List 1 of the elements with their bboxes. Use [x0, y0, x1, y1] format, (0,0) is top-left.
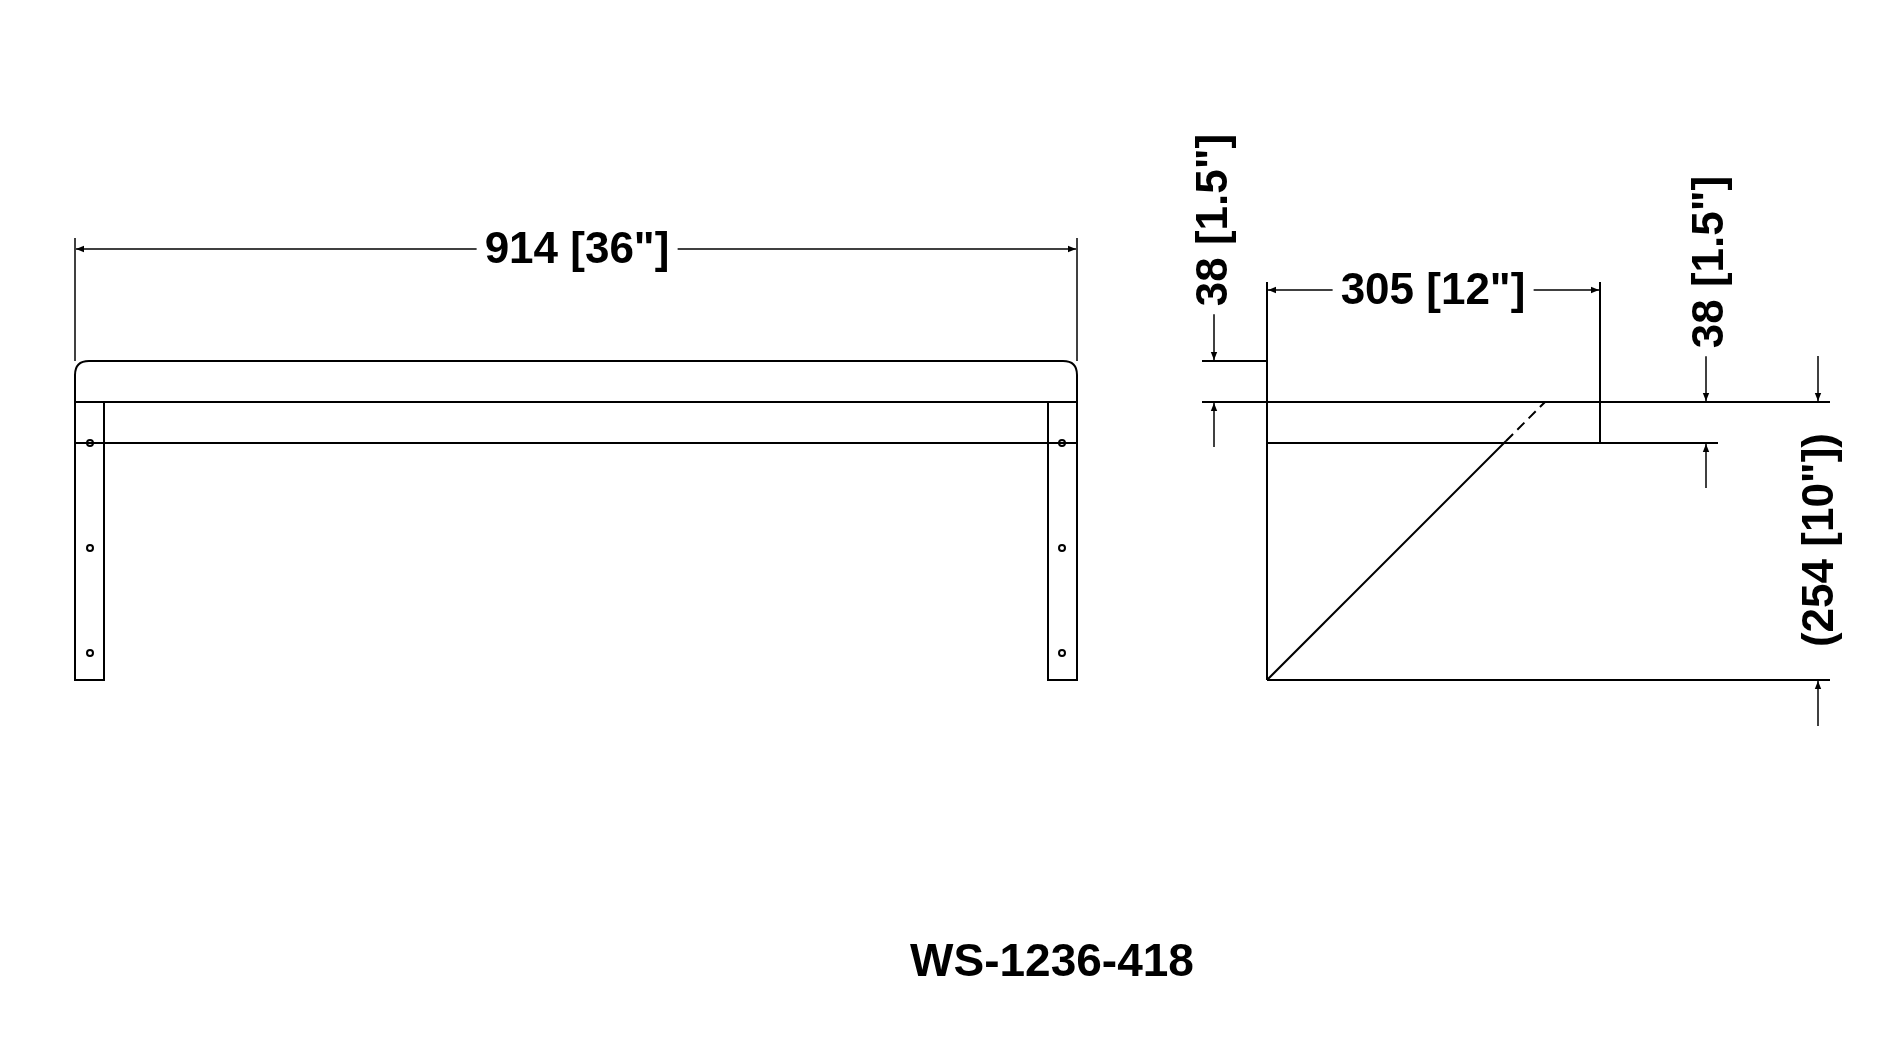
model-number-caption: WS-1236-418 — [910, 937, 1194, 983]
